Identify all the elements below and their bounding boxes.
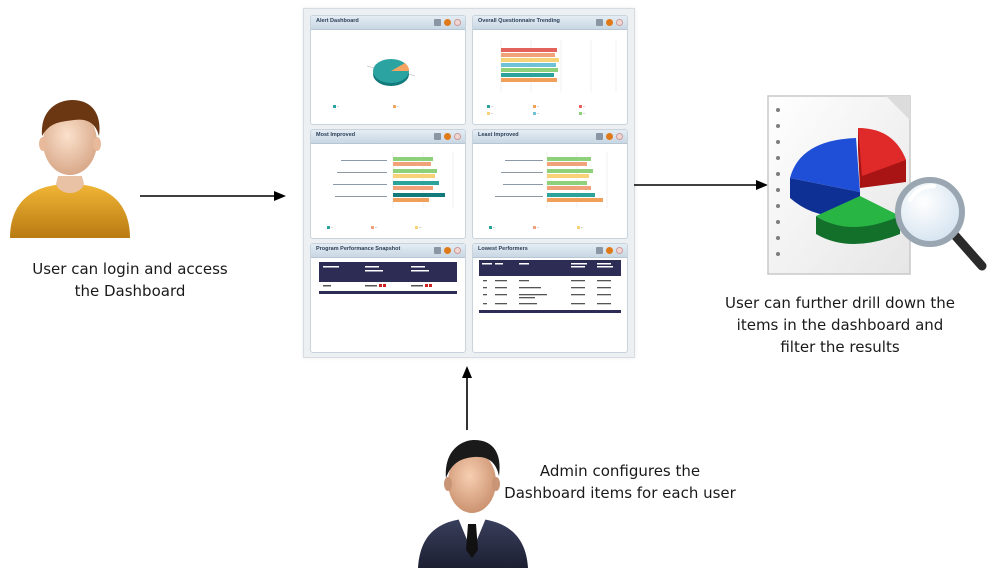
panel-most-improved[interactable]: Most Improved -- -- --	[310, 129, 466, 239]
help-icon[interactable]	[444, 133, 451, 140]
close-icon[interactable]	[454, 133, 461, 140]
panel-title: Overall Questionnaire Trending	[478, 18, 560, 24]
close-icon[interactable]	[616, 19, 623, 26]
admin-businessman-icon	[418, 440, 528, 568]
close-icon[interactable]	[454, 19, 461, 26]
panel-title: Most Improved	[316, 132, 356, 138]
bar-chart-thumbnail	[333, 152, 454, 208]
panel-least-improved[interactable]: Least Improved -- -- --	[472, 129, 628, 239]
help-icon[interactable]	[606, 19, 613, 26]
configure-icon[interactable]	[434, 133, 441, 140]
panel-title: Alert Dashboard	[316, 18, 359, 24]
user-login-caption: User can login and access the Dashboard	[32, 260, 228, 300]
help-icon[interactable]	[606, 247, 613, 254]
bar-chart-thumbnail	[500, 40, 617, 92]
admin-caption: Admin configures the Dashboard items for…	[504, 462, 736, 502]
performers-table-thumbnail	[479, 260, 621, 313]
help-icon[interactable]	[606, 133, 613, 140]
configure-icon[interactable]	[596, 247, 603, 254]
bar-chart-thumbnail	[495, 152, 608, 208]
panel-title: Program Performance Snapshot	[316, 246, 401, 252]
close-icon[interactable]	[454, 247, 461, 254]
panel-lowest-performers[interactable]: Lowest Performers	[472, 243, 628, 353]
snapshot-table-thumbnail	[319, 262, 457, 294]
arrow-admin-to-dashboard	[462, 366, 472, 430]
close-icon[interactable]	[616, 133, 623, 140]
close-icon[interactable]	[616, 247, 623, 254]
help-icon[interactable]	[444, 19, 451, 26]
configure-icon[interactable]	[434, 247, 441, 254]
user-icon	[10, 100, 130, 238]
configure-icon[interactable]	[434, 19, 441, 26]
panel-title: Least Improved	[478, 132, 519, 138]
help-icon[interactable]	[444, 247, 451, 254]
report-pie-chart-icon	[767, 95, 987, 275]
arrow-user-to-dashboard	[140, 191, 286, 201]
configure-icon[interactable]	[596, 133, 603, 140]
pie-chart-thumbnail	[366, 59, 416, 86]
panel-alert-dashboard[interactable]: Alert Dashboard -- --	[310, 15, 466, 125]
dashboard-screenshot[interactable]: Alert Dashboard -- -- Overall Questionna…	[303, 8, 635, 358]
drill-down-caption: User can further drill down the items in…	[725, 294, 955, 356]
configure-icon[interactable]	[596, 19, 603, 26]
panel-title: Lowest Performers	[478, 246, 528, 252]
panel-overall-questionnaire-trending[interactable]: Overall Questionnaire Trending -- -- -- …	[472, 15, 628, 125]
arrow-dashboard-to-report	[634, 180, 768, 190]
panel-program-performance-snapshot[interactable]: Program Performance Snapshot	[310, 243, 466, 353]
